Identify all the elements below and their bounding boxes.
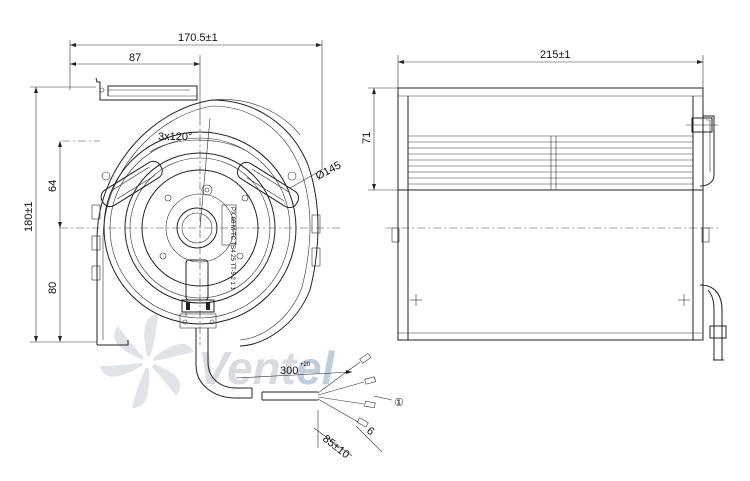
- dim-offset-width: 87: [129, 52, 141, 64]
- side-dimensions: 215±1 71: [361, 49, 704, 191]
- front-view: PX 68 M-TC TS4 25 TT-5 2 1 1: [23, 32, 404, 461]
- dim-lower-height: 80: [47, 282, 59, 294]
- cable-exit: [179, 259, 376, 428]
- label-plate: PX 68 M-TC TS4 25 TT-5 2 1 1: [221, 204, 237, 290]
- dim-upper-height: 64: [47, 180, 59, 192]
- mounting-arms: [100, 160, 300, 260]
- dim-overall-height: 180±1: [23, 201, 35, 232]
- front-dimensions: 170.5±1 87 180±1 64 80 3x120° Ø: [23, 32, 404, 461]
- side-bracket: [686, 115, 727, 361]
- callout-marker: ①: [394, 397, 404, 409]
- dim-cable-length: 300: [280, 365, 298, 377]
- label-plate-text: PX 68 M-TC TS4 25 TT-5 2 1 1: [229, 207, 235, 290]
- mount-holes: [410, 294, 690, 306]
- watermark-fan-icon: [100, 314, 194, 408]
- front-centerlines: [60, 118, 342, 345]
- dim-side-height: 71: [361, 132, 373, 144]
- side-view: 215±1 71: [361, 49, 727, 361]
- blower-body: [391, 87, 710, 341]
- impeller-fins: [408, 135, 693, 190]
- watermark: Ventel: [100, 314, 336, 408]
- dim-diameter: Ø145: [314, 159, 343, 182]
- dim-bolt-pattern: 3x120°: [158, 131, 192, 143]
- dim-side-length: 215±1: [540, 49, 571, 61]
- top-bracket: [95, 77, 198, 101]
- dim-lead-length: 85±10: [320, 433, 351, 461]
- dim-overall-width: 170.5±1: [178, 32, 218, 44]
- dim-cable-tolerance: +20: [300, 362, 311, 368]
- watermark-text: Ventel: [198, 342, 336, 394]
- scroll-housing: [91, 99, 321, 347]
